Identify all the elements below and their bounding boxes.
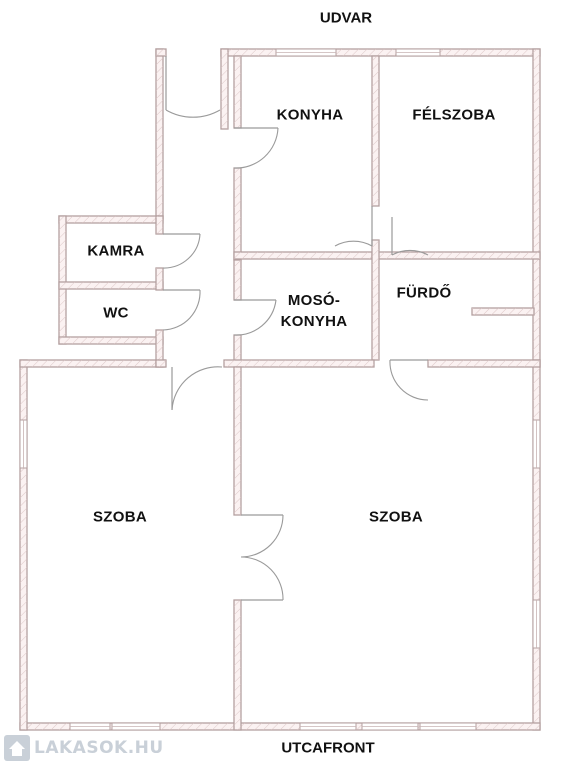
door-swing xyxy=(240,514,284,558)
room-label-konyha: KONYHA xyxy=(276,106,344,124)
courtyard-label: UDVAR xyxy=(319,9,373,27)
wall-hatch xyxy=(472,308,534,315)
wall-hatch xyxy=(234,260,241,300)
doors xyxy=(162,56,429,601)
room-label-kamra: KAMRA xyxy=(87,242,145,260)
wall-hatch xyxy=(59,216,163,223)
door-swing xyxy=(240,556,284,601)
wall-hatch xyxy=(372,56,379,206)
wall-hatch xyxy=(533,49,540,367)
wall-hatch xyxy=(234,56,241,128)
street-front-label: UTCAFRONT xyxy=(281,739,375,757)
wall-hatch xyxy=(533,360,540,730)
door-swing xyxy=(165,109,221,118)
door-swing xyxy=(334,240,373,247)
wall-hatch xyxy=(224,360,374,367)
wall-hatch xyxy=(20,360,165,367)
windows xyxy=(19,48,541,731)
door-swing xyxy=(389,359,429,401)
wall-hatch xyxy=(428,360,540,367)
lakasok-logo: LAKASOK.HU xyxy=(4,733,174,763)
house-icon xyxy=(4,735,30,761)
walls xyxy=(19,48,541,731)
wall-hatch xyxy=(221,49,540,56)
wall-hatch xyxy=(156,49,166,56)
logo-text: LAKASOK.HU xyxy=(34,738,164,758)
wall-hatch xyxy=(156,268,163,290)
wall-hatch xyxy=(59,282,163,289)
door-swing xyxy=(233,127,279,169)
wall-hatch xyxy=(221,49,228,129)
room-label-wc: WC xyxy=(103,304,129,322)
wall-hatch xyxy=(156,360,166,367)
door-swing xyxy=(171,366,223,411)
wall-hatch xyxy=(20,360,27,730)
room-label-szoba-right: SZOBA xyxy=(369,508,423,526)
room-label-felszoba: FÉLSZOBA xyxy=(412,106,496,124)
wall-hatch xyxy=(156,216,163,234)
door-swing xyxy=(391,249,429,256)
room-label-furdo: FÜRDŐ xyxy=(396,284,452,302)
wall-hatch xyxy=(156,49,163,219)
room-label-moso-line2: KONYHA xyxy=(280,313,348,330)
wall-hatch xyxy=(234,335,241,367)
door-swing xyxy=(233,299,277,336)
wall-hatch xyxy=(234,168,241,260)
wall-hatch xyxy=(20,723,540,730)
door-swing xyxy=(162,233,201,269)
wall-hatch xyxy=(234,252,374,259)
room-label-szoba-left: SZOBA xyxy=(93,508,147,526)
wall-hatch xyxy=(372,252,540,259)
wall-hatch xyxy=(372,240,379,360)
wall-hatch xyxy=(234,600,241,730)
wall-hatch xyxy=(59,216,66,344)
wall-hatch xyxy=(156,330,163,367)
room-label-moso-line1: MOSÓ- xyxy=(287,292,341,309)
wall-hatch xyxy=(59,337,163,344)
wall-hatch xyxy=(234,367,241,515)
room-label-mosokonyha: MOSÓ- KONYHA xyxy=(281,290,348,332)
door-swing xyxy=(162,289,201,331)
